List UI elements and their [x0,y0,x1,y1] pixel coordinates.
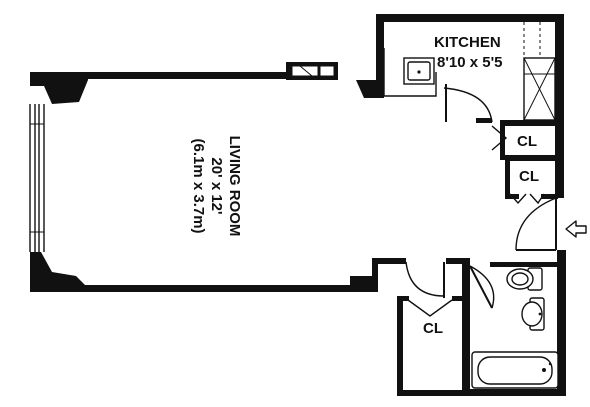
wall-closet-lower-top-right [452,296,466,301]
entry-arrow-icon [565,220,587,238]
closet-lower-label: CL [423,320,443,337]
wall-closet-upper-top [500,120,558,126]
toilet-icon [506,267,543,291]
wall-bath-top-mid [446,258,470,264]
wall-closet-lower-top-left [397,296,409,301]
wall-right-upper [555,14,564,198]
wall-bath-left-stub [372,258,378,292]
kitchen-dims: 8'10 x 5'5 [437,54,503,71]
bath-fixtures [469,265,559,389]
labels: KITCHEN 8'10 x 5'5 LIVING ROOM 20' x 12'… [190,34,539,337]
closet-upper-b-label: CL [519,168,539,185]
wall-bath-top-right [490,262,560,267]
wall-bottom-bath [462,389,566,396]
kitchen-door-swing [443,87,493,123]
wall-corner-top-left [30,72,88,104]
wall-kitchen-top [376,14,562,22]
wall-pier-bottom [350,276,372,292]
living-room-name: LIVING ROOM [226,136,243,237]
window-left [29,104,45,252]
vent-detail [291,65,335,77]
wall-kitchen-bottom [476,118,492,123]
lower-doors [405,261,453,317]
wall-right-lower [557,250,566,396]
wall-closet-lower-bottom [397,390,469,396]
wall-kitchen-left [376,14,384,96]
wall-bottom-living [30,285,366,292]
entry-door [515,197,557,251]
kitchen-fixtures [383,22,556,123]
wall-top-living [30,72,288,79]
wall-closet-upper-left [500,120,505,160]
closet-upper-doors [491,125,545,205]
wall-corner-bottom-left [30,252,88,292]
bathtub-icon [471,351,559,389]
wall-closet-lower-left [397,296,403,396]
living-room-dims-metric: (6.1m x 3.7m) [190,138,207,233]
closet-upper-a-label: CL [517,133,537,150]
kitchen-name: KITCHEN [434,34,501,51]
wall-bath-top-left [372,258,406,264]
wall-kitchen-corner [356,80,384,98]
living-room-dims: 20' x 12' [208,157,225,214]
walls [30,14,566,396]
wall-closet-upper-left2 [505,160,510,196]
living-door-swing [405,261,445,297]
wall-bath-left [462,258,470,396]
bath-door-swing [469,265,495,309]
wall-closet-upper-mid [505,155,558,161]
wall-closet-upper-bottom2 [541,194,558,199]
lavatory-icon [521,297,545,331]
